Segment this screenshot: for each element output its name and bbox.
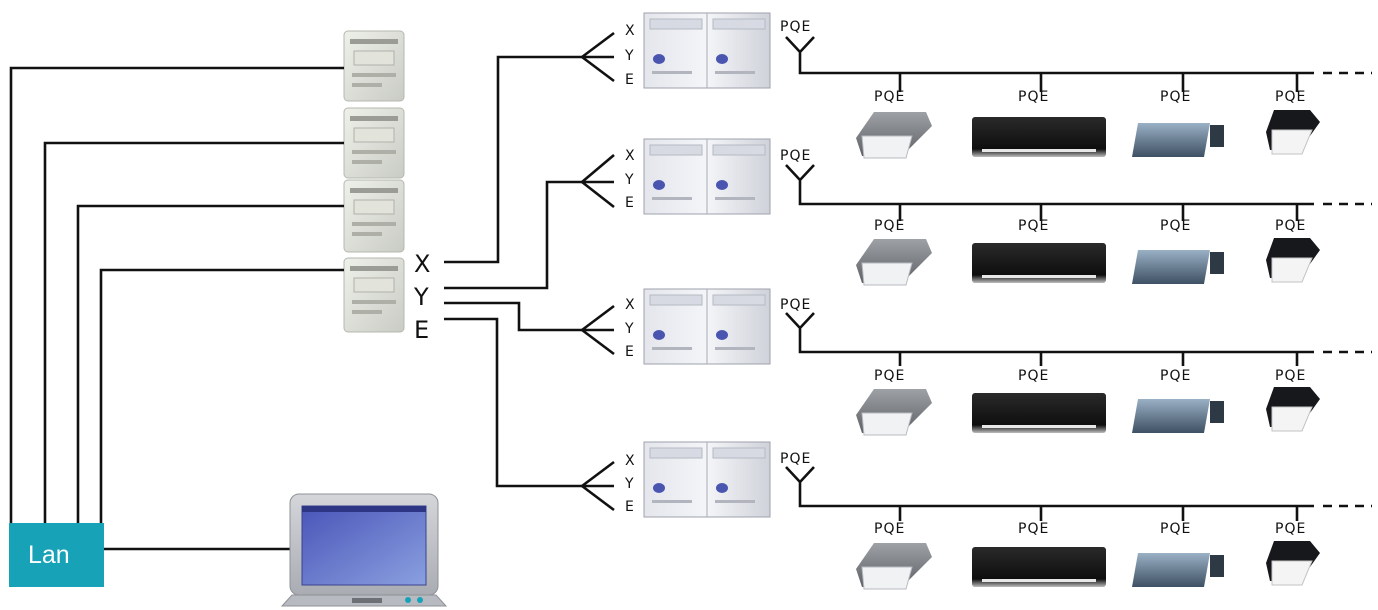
outdoor-terminal-x: X	[625, 23, 635, 39]
compact-cassette-indoor-unit	[1266, 110, 1320, 155]
gateway-terminal-x: X	[414, 250, 430, 278]
outdoor-bus-label: PQE	[780, 297, 811, 313]
indoor-label-cassette: PQE	[874, 521, 905, 537]
outdoor-terminal-e: E	[625, 195, 634, 211]
indoor-label-compact: PQE	[1275, 521, 1306, 537]
wall-mounted-indoor-unit	[972, 117, 1106, 157]
compact-cassette-indoor-unit	[1266, 387, 1320, 432]
gateway-module-1	[343, 30, 405, 102]
lan-wire-3	[76, 204, 344, 524]
indoor-label-wall: PQE	[1018, 521, 1049, 537]
ducted-indoor-unit	[1132, 250, 1224, 284]
compact-cassette-indoor-unit	[1266, 238, 1320, 283]
wall-mounted-indoor-unit	[972, 547, 1106, 587]
indoor-label-duct: PQE	[1160, 89, 1191, 105]
ducted-indoor-unit	[1132, 399, 1224, 433]
trunk-wire-3	[444, 301, 582, 332]
outdoor-terminal-y: Y	[624, 321, 634, 337]
lan-wire-2	[43, 141, 344, 524]
indoor-label-wall: PQE	[1018, 218, 1049, 234]
lan-wire-4	[99, 268, 344, 524]
outdoor-system-3: X Y E PQE PQE PQE PQE PQE	[581, 288, 1372, 436]
outdoor-terminal-y: Y	[624, 172, 634, 188]
outdoor-unit	[643, 12, 771, 89]
computer-icon	[280, 493, 448, 607]
outdoor-terminal-e: E	[625, 499, 634, 515]
wall-mounted-indoor-unit	[972, 393, 1106, 433]
outdoor-unit	[643, 288, 771, 365]
compact-cassette-indoor-unit	[1266, 541, 1320, 586]
outdoor-system-2: X Y E PQE PQE PQE PQE PQE	[581, 138, 1372, 286]
cassette-indoor-unit	[856, 543, 932, 590]
outdoor-terminal-e: E	[625, 344, 634, 360]
indoor-label-wall: PQE	[1018, 368, 1049, 384]
trunk-wire-1	[444, 55, 582, 264]
ducted-indoor-unit	[1132, 123, 1224, 157]
cassette-indoor-unit	[856, 112, 932, 159]
outdoor-unit	[643, 441, 771, 518]
outdoor-system-4: X Y E PQE PQE PQE PQE PQE	[581, 441, 1372, 590]
trunk-wire-2	[444, 180, 582, 290]
wall-mounted-indoor-unit	[972, 243, 1106, 283]
outdoor-unit	[643, 138, 771, 215]
outdoor-terminal-x: X	[625, 297, 635, 313]
outdoor-bus-label: PQE	[780, 148, 811, 164]
outdoor-bus-label: PQE	[780, 451, 811, 467]
lan-wire-1	[9, 66, 344, 524]
cassette-indoor-unit	[856, 389, 932, 436]
indoor-label-wall: PQE	[1018, 89, 1049, 105]
gateway-module-4	[343, 257, 405, 333]
outdoor-terminal-x: X	[625, 148, 635, 164]
indoor-label-compact: PQE	[1275, 89, 1306, 105]
lan-box	[9, 523, 104, 587]
indoor-label-compact: PQE	[1275, 368, 1306, 384]
lan-box-label: Lan	[28, 541, 70, 569]
indoor-label-cassette: PQE	[874, 89, 905, 105]
cassette-indoor-unit	[856, 239, 932, 286]
outdoor-terminal-e: E	[625, 72, 634, 88]
outdoor-bus-label: PQE	[780, 19, 811, 35]
indoor-label-cassette: PQE	[874, 218, 905, 234]
outdoor-system-1: X Y E PQE PQE PQE PQE PQE	[581, 12, 1372, 159]
outdoor-terminal-y: Y	[624, 48, 634, 64]
indoor-label-compact: PQE	[1275, 218, 1306, 234]
gateway-module-3	[343, 179, 405, 253]
gateway-module-2	[343, 107, 405, 179]
outdoor-terminal-x: X	[625, 453, 635, 469]
indoor-label-duct: PQE	[1160, 521, 1191, 537]
indoor-label-duct: PQE	[1160, 218, 1191, 234]
trunk-wire-4	[444, 317, 582, 488]
indoor-label-cassette: PQE	[874, 368, 905, 384]
outdoor-terminal-y: Y	[624, 476, 634, 492]
ducted-indoor-unit	[1132, 553, 1224, 587]
gateway-terminal-y: Y	[413, 283, 429, 311]
gateway-terminal-e: E	[414, 316, 429, 344]
indoor-label-duct: PQE	[1160, 368, 1191, 384]
